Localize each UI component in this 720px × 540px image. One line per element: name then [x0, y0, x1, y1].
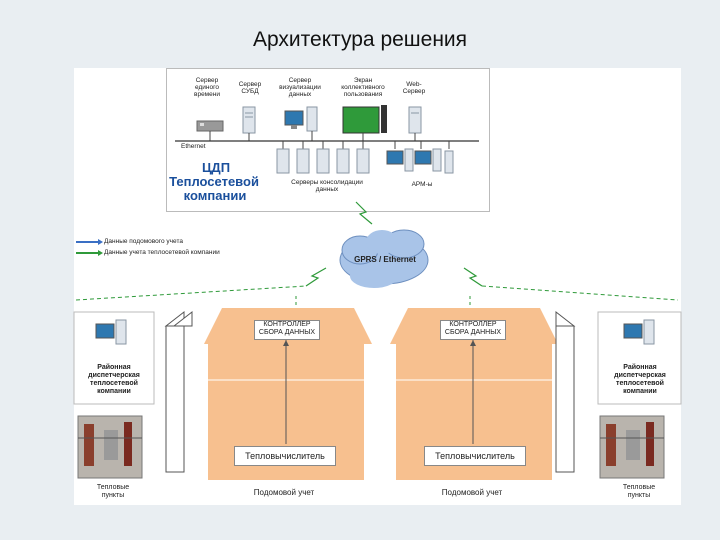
web-server-label: Web-Сервер: [402, 81, 426, 95]
left-dispatch-label: Районная диспетчерская теплосетевой комп…: [88, 364, 140, 395]
server-dbms-label: Сервер СУБД: [238, 81, 262, 95]
dashed-left: [75, 285, 307, 301]
cdp-title-line2: Теплосетевой: [169, 174, 259, 189]
heat-points-left-label: Тепловые пункты: [96, 484, 130, 499]
heat-calculator-left: Тепловычислитель: [234, 446, 336, 466]
dashed-right: [481, 285, 679, 301]
right-dispatch-box: [597, 311, 682, 405]
left-dispatch-pc-icon: [95, 319, 127, 345]
right-heat-point-photo: [599, 415, 665, 479]
right-dispatch-label: Районная диспетчерская теплосетевой комп…: [614, 364, 666, 395]
cdp-block: Сервер единого времени Сервер СУБД Серве…: [166, 68, 490, 212]
cdp-title-line3: компании: [183, 188, 247, 203]
link-right-cloud: [463, 267, 483, 287]
legend-item-heat-company: Данные учета теплосетевой компании: [104, 249, 220, 256]
consolidation-server-icons: [276, 148, 370, 174]
left-heat-point-photo: [77, 415, 143, 479]
slide-title: Архитектура решения: [252, 28, 468, 51]
collective-screen-icon: [342, 105, 387, 134]
controller-right: КОНТРОЛЛЕР СБОРА ДАННЫХ: [440, 320, 506, 340]
heat-calculator-right: Тепловычислитель: [424, 446, 526, 466]
network-links: [73, 201, 682, 480]
link-cdp-cloud: [355, 201, 373, 225]
cloud-label: GPRS / Ethernet: [354, 255, 416, 264]
server-visualization-label: Сервер визуализации данных: [279, 77, 321, 98]
collective-screen-label: Экран коллективного пользования: [341, 77, 385, 98]
visualization-server-icon: [284, 106, 318, 132]
arm-label: АРМ-ы: [411, 181, 433, 188]
right-dispatch-pc-icon: [623, 319, 655, 345]
left-dispatch-box: [73, 311, 155, 405]
legend-item-household: Данные подомового учета: [104, 238, 183, 245]
legend-arrows: [76, 239, 103, 256]
heat-points-right-label: Тепловые пункты: [622, 484, 656, 499]
link-left-cloud: [305, 267, 327, 287]
metering-left-label: Подомовой учет: [253, 488, 315, 497]
arm-workstation-icons: [386, 148, 454, 174]
controller-left: КОНТРОЛЛЕР СБОРА ДАННЫХ: [254, 320, 320, 340]
metering-right-label: Подомовой учет: [441, 488, 503, 497]
gprs-cloud-icon: [339, 229, 429, 288]
server-single-time-label: Сервер единого времени: [194, 77, 220, 98]
server-icons-top-row: [175, 105, 479, 174]
consolidation-servers-label: Серверы консолидации данных: [291, 179, 363, 193]
diagram-panel: Сервер единого времени Сервер СУБД Серве…: [73, 68, 682, 505]
cdp-title-line1: ЦДП: [201, 160, 231, 175]
ethernet-label: Ethernet: [181, 143, 206, 150]
